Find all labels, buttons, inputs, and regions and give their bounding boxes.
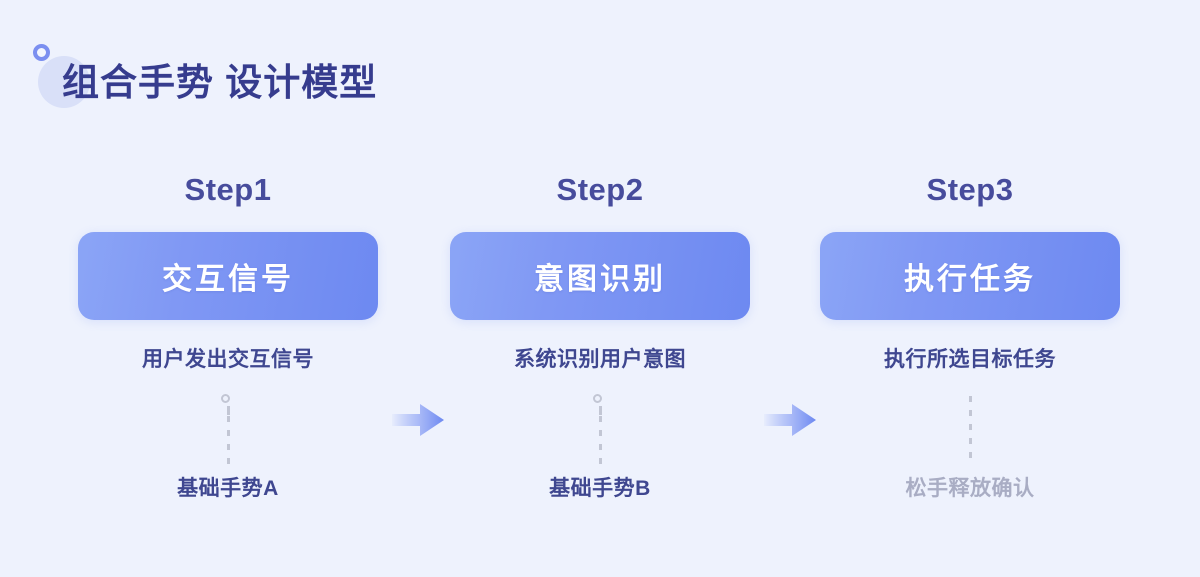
step-description-3: 执行所选目标任务 bbox=[884, 348, 1056, 371]
connector-1 bbox=[78, 390, 378, 470]
connector-ring-icon-2 bbox=[593, 394, 602, 403]
connector-stem-1 bbox=[226, 406, 230, 415]
step-card-2[interactable]: 意图识别 bbox=[450, 232, 750, 320]
step-label-1: Step1 bbox=[184, 172, 272, 207]
title-block: 组合手势 设计模型 bbox=[28, 42, 588, 122]
connector-stem-2 bbox=[598, 406, 602, 415]
step-card-3[interactable]: 执行任务 bbox=[820, 232, 1120, 320]
step-description-1: 用户发出交互信号 bbox=[142, 348, 314, 371]
page-title: 组合手势 设计模型 bbox=[62, 62, 378, 103]
circle-outline-icon bbox=[33, 44, 50, 61]
connector-3 bbox=[820, 390, 1120, 470]
flow-diagram: Step1 交互信号 用户发出交互信号 基础手势A Step2 意图识别 系统识… bbox=[0, 170, 1200, 530]
arrow-right-icon-2 bbox=[762, 400, 818, 440]
base-gesture-label-1: 基础手势A bbox=[177, 477, 279, 500]
step-label-3: Step3 bbox=[926, 172, 1014, 207]
flow-step-2: Step2 意图识别 系统识别用户意图 基础手势B bbox=[450, 170, 750, 504]
base-gesture-label-2: 基础手势B bbox=[549, 477, 651, 500]
step-card-1[interactable]: 交互信号 bbox=[78, 232, 378, 320]
arrow-right-icon-1 bbox=[390, 400, 446, 440]
circle-filled-icon bbox=[38, 56, 90, 108]
step-card-title-3: 执行任务 bbox=[904, 263, 1036, 296]
connector-dashed-line-1 bbox=[226, 416, 230, 466]
base-gesture-label-3: 松手释放确认 bbox=[905, 477, 1035, 500]
step-description-2: 系统识别用户意图 bbox=[514, 348, 686, 371]
connector-ring-icon-1 bbox=[221, 394, 230, 403]
connector-dashed-line-3 bbox=[968, 396, 972, 466]
step-label-2: Step2 bbox=[556, 172, 644, 207]
connector-2 bbox=[450, 390, 750, 470]
flow-step-3: Step3 执行任务 执行所选目标任务 松手释放确认 bbox=[820, 170, 1120, 504]
flow-step-1: Step1 交互信号 用户发出交互信号 基础手势A bbox=[78, 170, 378, 504]
connector-dashed-line-2 bbox=[598, 416, 602, 466]
step-card-title-1: 交互信号 bbox=[162, 263, 294, 296]
step-card-title-2: 意图识别 bbox=[534, 263, 666, 296]
